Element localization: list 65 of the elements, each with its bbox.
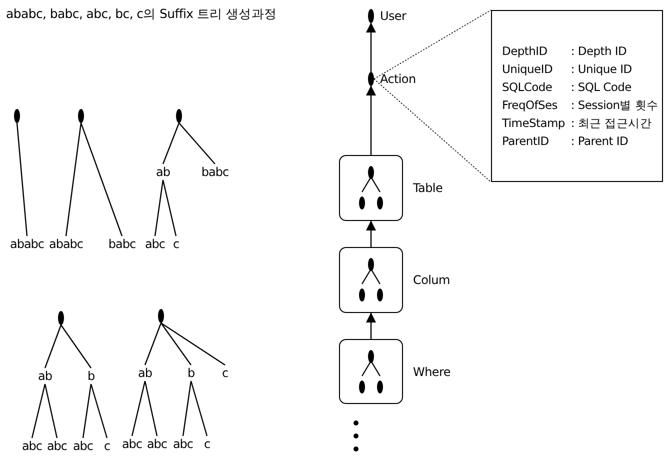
field-value: : Parent ID [570, 133, 630, 150]
branch-line [44, 384, 58, 438]
branch-line [190, 380, 208, 436]
field-value: : SQL Code [570, 79, 632, 96]
branch-line [162, 122, 180, 164]
branch-line [80, 122, 123, 236]
branch-line [65, 122, 82, 236]
field-name: FreqOfSes [502, 97, 559, 114]
field-name: SQLCode [502, 79, 554, 96]
arrow [366, 312, 376, 339]
branch-line [16, 122, 28, 236]
tree-label: ab [37, 368, 53, 384]
tree-label: abc [21, 438, 43, 454]
tree-label: c [202, 436, 212, 452]
tree-label: babc [107, 236, 137, 252]
box-label: Table [413, 180, 443, 196]
branch-line [162, 180, 177, 236]
branch-line [182, 380, 192, 436]
tree-label: c [102, 438, 112, 454]
tree-label: abc [72, 438, 94, 454]
tree-label: b [86, 368, 96, 384]
dotted-line [374, 10, 492, 80]
branch-line [178, 122, 216, 164]
field-name: UniqueID [502, 61, 554, 78]
tree-label: ab [155, 164, 171, 180]
field-name: DepthID [502, 43, 548, 60]
tree-label: c [220, 365, 230, 381]
node-label: Action [380, 72, 416, 86]
branch-line [160, 322, 192, 366]
arrow [366, 22, 376, 72]
branch-line [90, 384, 108, 438]
field-value: : Unique ID [570, 61, 633, 78]
tree-label: abc [121, 436, 143, 452]
info-box [491, 10, 663, 182]
tree-label: abc [144, 236, 166, 252]
branch-line [144, 380, 158, 436]
dotted-line [374, 78, 492, 182]
tree-label: b [186, 365, 196, 381]
tree-label: abc [146, 436, 168, 452]
field-value: : 최근 접근시간 [570, 115, 653, 132]
branch-line [154, 180, 164, 236]
arrow [366, 86, 376, 155]
tree-label: abc [172, 436, 194, 452]
tree-label: abc [46, 438, 68, 454]
branch-line [31, 384, 46, 438]
tree-label: ab [137, 365, 153, 381]
field-name: ParentID [502, 133, 550, 150]
tree-label: babc [200, 164, 230, 180]
title: ababc, babc, abc, bc, c의 Suffix 트리 생성과정 [6, 5, 277, 23]
branch-line [82, 384, 92, 438]
box-label: Where [413, 364, 450, 380]
node-label: User [380, 9, 406, 23]
box-label: Colum [413, 272, 450, 288]
tree-label: c [171, 236, 181, 252]
tree-label: ababc [9, 236, 45, 252]
field-value: : Session별 횟수 [570, 97, 660, 114]
branch-line [160, 322, 226, 366]
branch-line [144, 322, 162, 366]
tree-label: ababc [48, 236, 84, 252]
arrow [366, 220, 376, 247]
branch-line [44, 324, 62, 368]
branch-line [60, 324, 92, 368]
branch-line [131, 380, 146, 436]
field-name: TimeStamp [502, 115, 565, 132]
field-value: : Depth ID [570, 43, 628, 60]
